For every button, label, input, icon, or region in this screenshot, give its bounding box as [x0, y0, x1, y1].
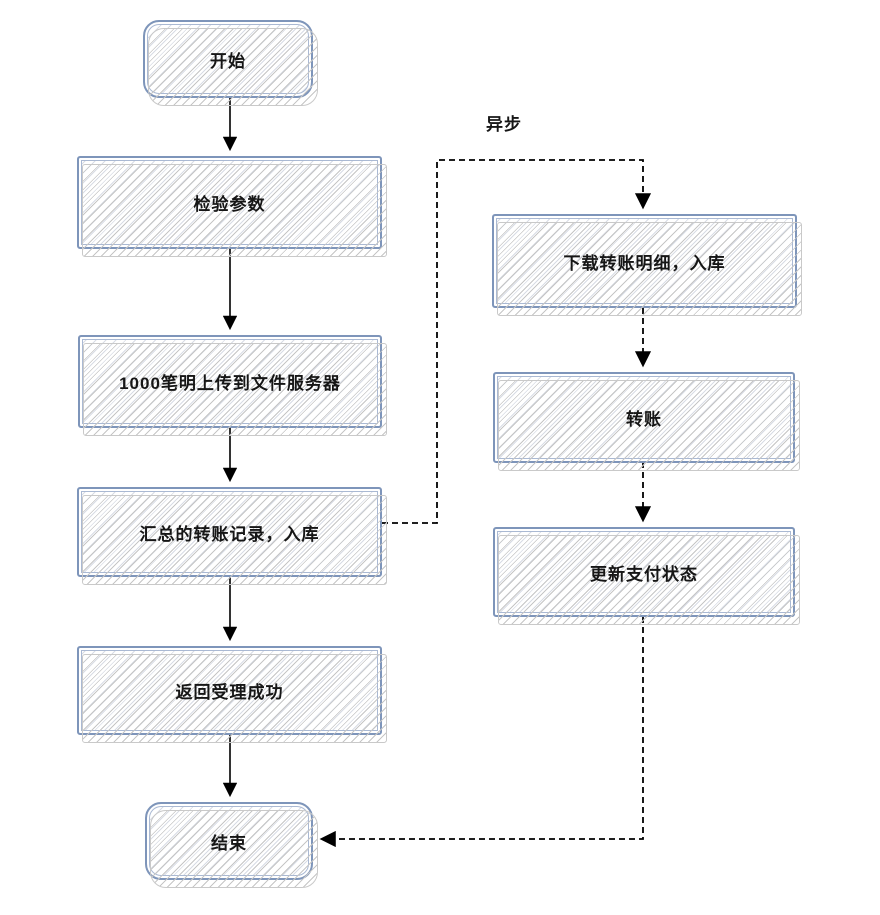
node-download-details-store: 下载转账明细，入库 [492, 214, 797, 308]
node-return-success: 返回受理成功 [77, 646, 382, 735]
async-edge-label: 异步 [486, 115, 522, 134]
node-transfer: 转账 [493, 372, 795, 463]
node-upload-file-server: 1000笔明上传到文件服务器 [78, 335, 382, 428]
node-check-params: 检验参数 [77, 156, 382, 249]
edge-update-to-end [319, 617, 644, 848]
node-update-payment-status: 更新支付状态 [493, 527, 795, 617]
node-summary-record-store: 汇总的转账记录，入库 [77, 487, 382, 577]
node-end: 结束 [145, 802, 313, 880]
node-start: 开始 [143, 20, 313, 98]
